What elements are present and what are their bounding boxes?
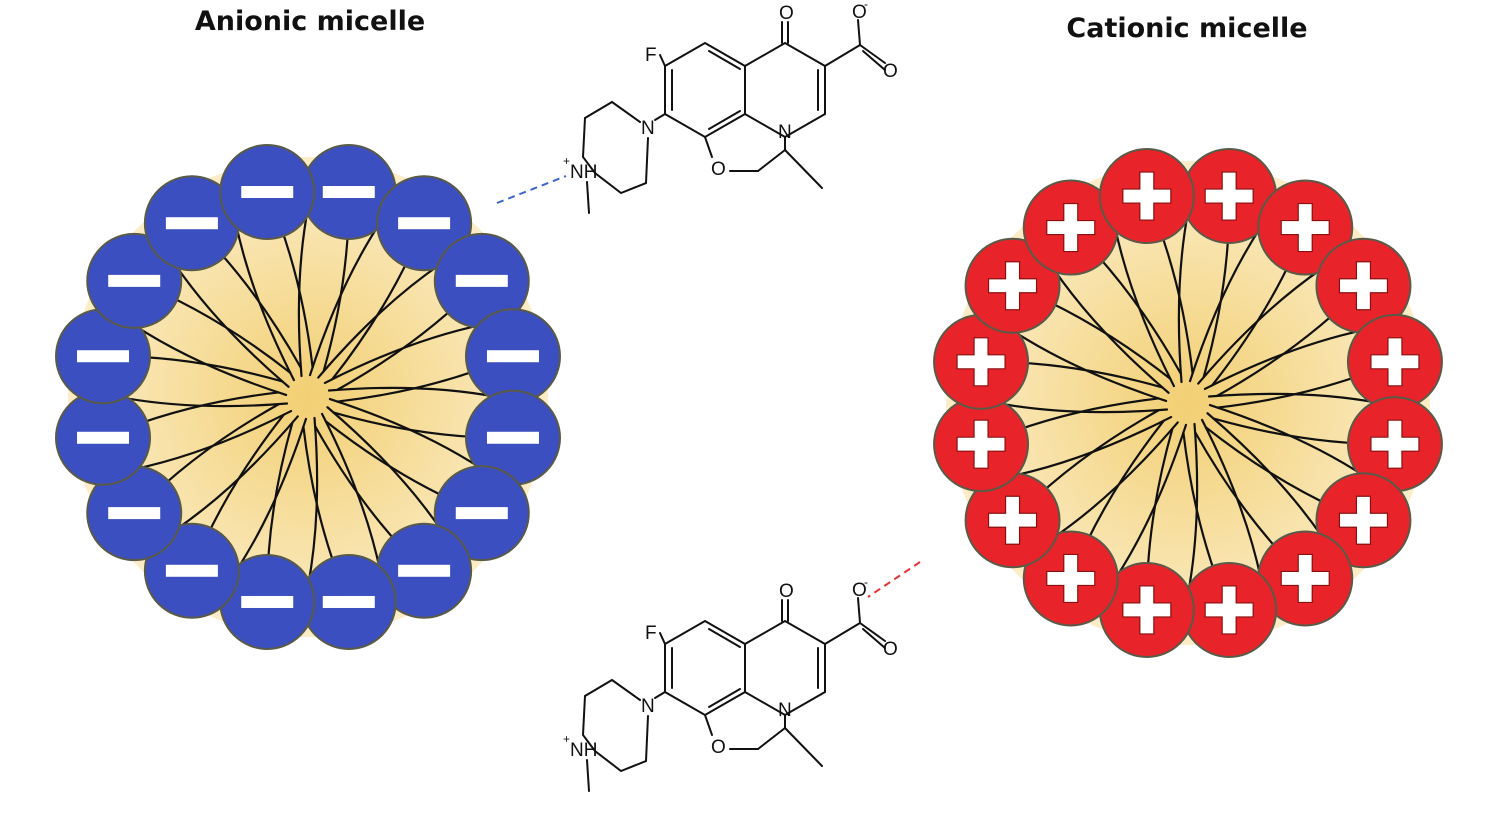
cationic-interaction-dashed-line [867,561,921,598]
minus-sign-icon [108,274,161,287]
cationic-head-group [1181,561,1278,658]
cationic-micelle-title: Cationic micelle [1066,13,1307,44]
anionic-head-group [300,144,397,241]
anionic-surfactant-tail [173,262,290,388]
anionic-micelle [55,144,561,650]
cationic-surfactant-tail [1197,266,1325,385]
plus-sign-icon [1122,585,1172,635]
anionic-surfactant-tail [308,221,382,377]
anionic-head-group [55,308,152,405]
anionic-surfactant-tail [297,206,310,378]
minus-sign-icon [77,350,130,363]
minus-sign-icon [108,507,161,520]
plus-sign-icon [1280,553,1330,604]
anionic-head-group [219,553,316,650]
anionic-surfactant-tail [132,409,293,471]
plus-sign-icon [987,261,1038,311]
plus-sign-icon [1204,585,1254,635]
plus-sign-icon [1280,202,1330,253]
cationic-surfactant-tail [1051,421,1179,540]
minus-sign-icon [455,507,508,520]
cationic-surfactant-tail [1113,225,1176,388]
anionic-head-group [55,389,152,486]
cationic-head-group [1315,472,1412,569]
cationic-head-group [1346,313,1443,410]
cationic-surfactant-tail [995,401,1169,414]
anionic-head-group [300,553,397,650]
anionic-head-group [219,144,316,241]
anionic-surfactant-tail [317,262,443,379]
drug-molecule-bottom [563,575,898,792]
plus-sign-icon [956,337,1006,387]
cationic-surfactant-tail [1207,392,1381,405]
cationic-surfactant-tail [1188,225,1263,383]
anionic-surfactant-tail [234,417,308,573]
anionic-surfactant-tail [234,221,296,382]
anionic-surfactant-tail [327,386,499,399]
cationic-surfactant-tail [1113,423,1188,581]
cationic-surfactant-tail [1206,412,1325,540]
cationic-micelle-core [946,161,1430,645]
anionic-head-group [433,465,530,562]
anionic-micelle-title: Anionic micelle [195,6,425,37]
cationic-surfactant-tail [1203,328,1366,391]
anionic-surfactant-tail [117,395,289,408]
plus-sign-icon [1370,337,1420,387]
anionic-interaction-dashed-line [496,175,567,204]
plus-sign-icon [1204,171,1254,221]
minus-sign-icon [165,217,218,230]
anionic-surfactant-tail [326,406,443,532]
anionic-micelle-core [68,157,548,637]
plus-sign-icon [987,495,1038,545]
cationic-micelle [933,148,1443,658]
cationic-surfactant-tail [1177,210,1190,384]
cationic-head-group [1257,530,1354,627]
anionic-head-group [433,232,530,329]
anionic-surfactant-tail [323,323,484,385]
minus-sign-icon [398,217,451,230]
anionic-head-group [86,232,183,329]
minus-sign-icon [486,431,539,444]
cationic-head-group [933,396,1030,493]
minus-sign-icon [455,274,508,287]
anionic-surfactant-tail [320,412,382,573]
plus-sign-icon [956,419,1006,469]
plus-sign-icon [1338,495,1389,545]
cationic-surfactant-tail [1200,418,1263,581]
anionic-head-group [464,308,561,405]
anionic-surfactant-tail [306,416,319,588]
plus-sign-icon [1122,171,1172,221]
cationic-head-group [964,237,1061,334]
cationic-surfactant-tail [1010,328,1168,403]
minus-sign-icon [322,186,375,199]
cationic-surfactant-tail [1208,403,1366,478]
cationic-surfactant-tail [1010,415,1173,478]
anionic-surfactant-tail [328,397,484,471]
cationic-head-group [1022,530,1119,627]
anionic-surfactant-tail [132,323,288,397]
cationic-head-group [1257,179,1354,276]
anionic-surfactant-tail [173,415,299,532]
plus-sign-icon [1046,553,1096,604]
minus-sign-icon [241,186,294,199]
plus-sign-icon [1338,261,1389,311]
minus-sign-icon [77,431,130,444]
anionic-head-group [376,522,473,619]
plus-sign-icon [1046,202,1096,253]
cationic-head-group [933,313,1030,410]
anionic-head-group [143,522,240,619]
minus-sign-icon [486,350,539,363]
cationic-surfactant-tail [1186,422,1199,596]
plus-sign-icon [1370,419,1420,469]
drug-molecule-top [563,0,898,214]
minus-sign-icon [165,564,218,577]
cationic-surfactant-tail [1051,266,1170,394]
minus-sign-icon [398,564,451,577]
anionic-head-group [376,175,473,272]
minus-sign-icon [241,595,294,608]
cationic-head-group [1098,148,1195,245]
minus-sign-icon [322,595,375,608]
